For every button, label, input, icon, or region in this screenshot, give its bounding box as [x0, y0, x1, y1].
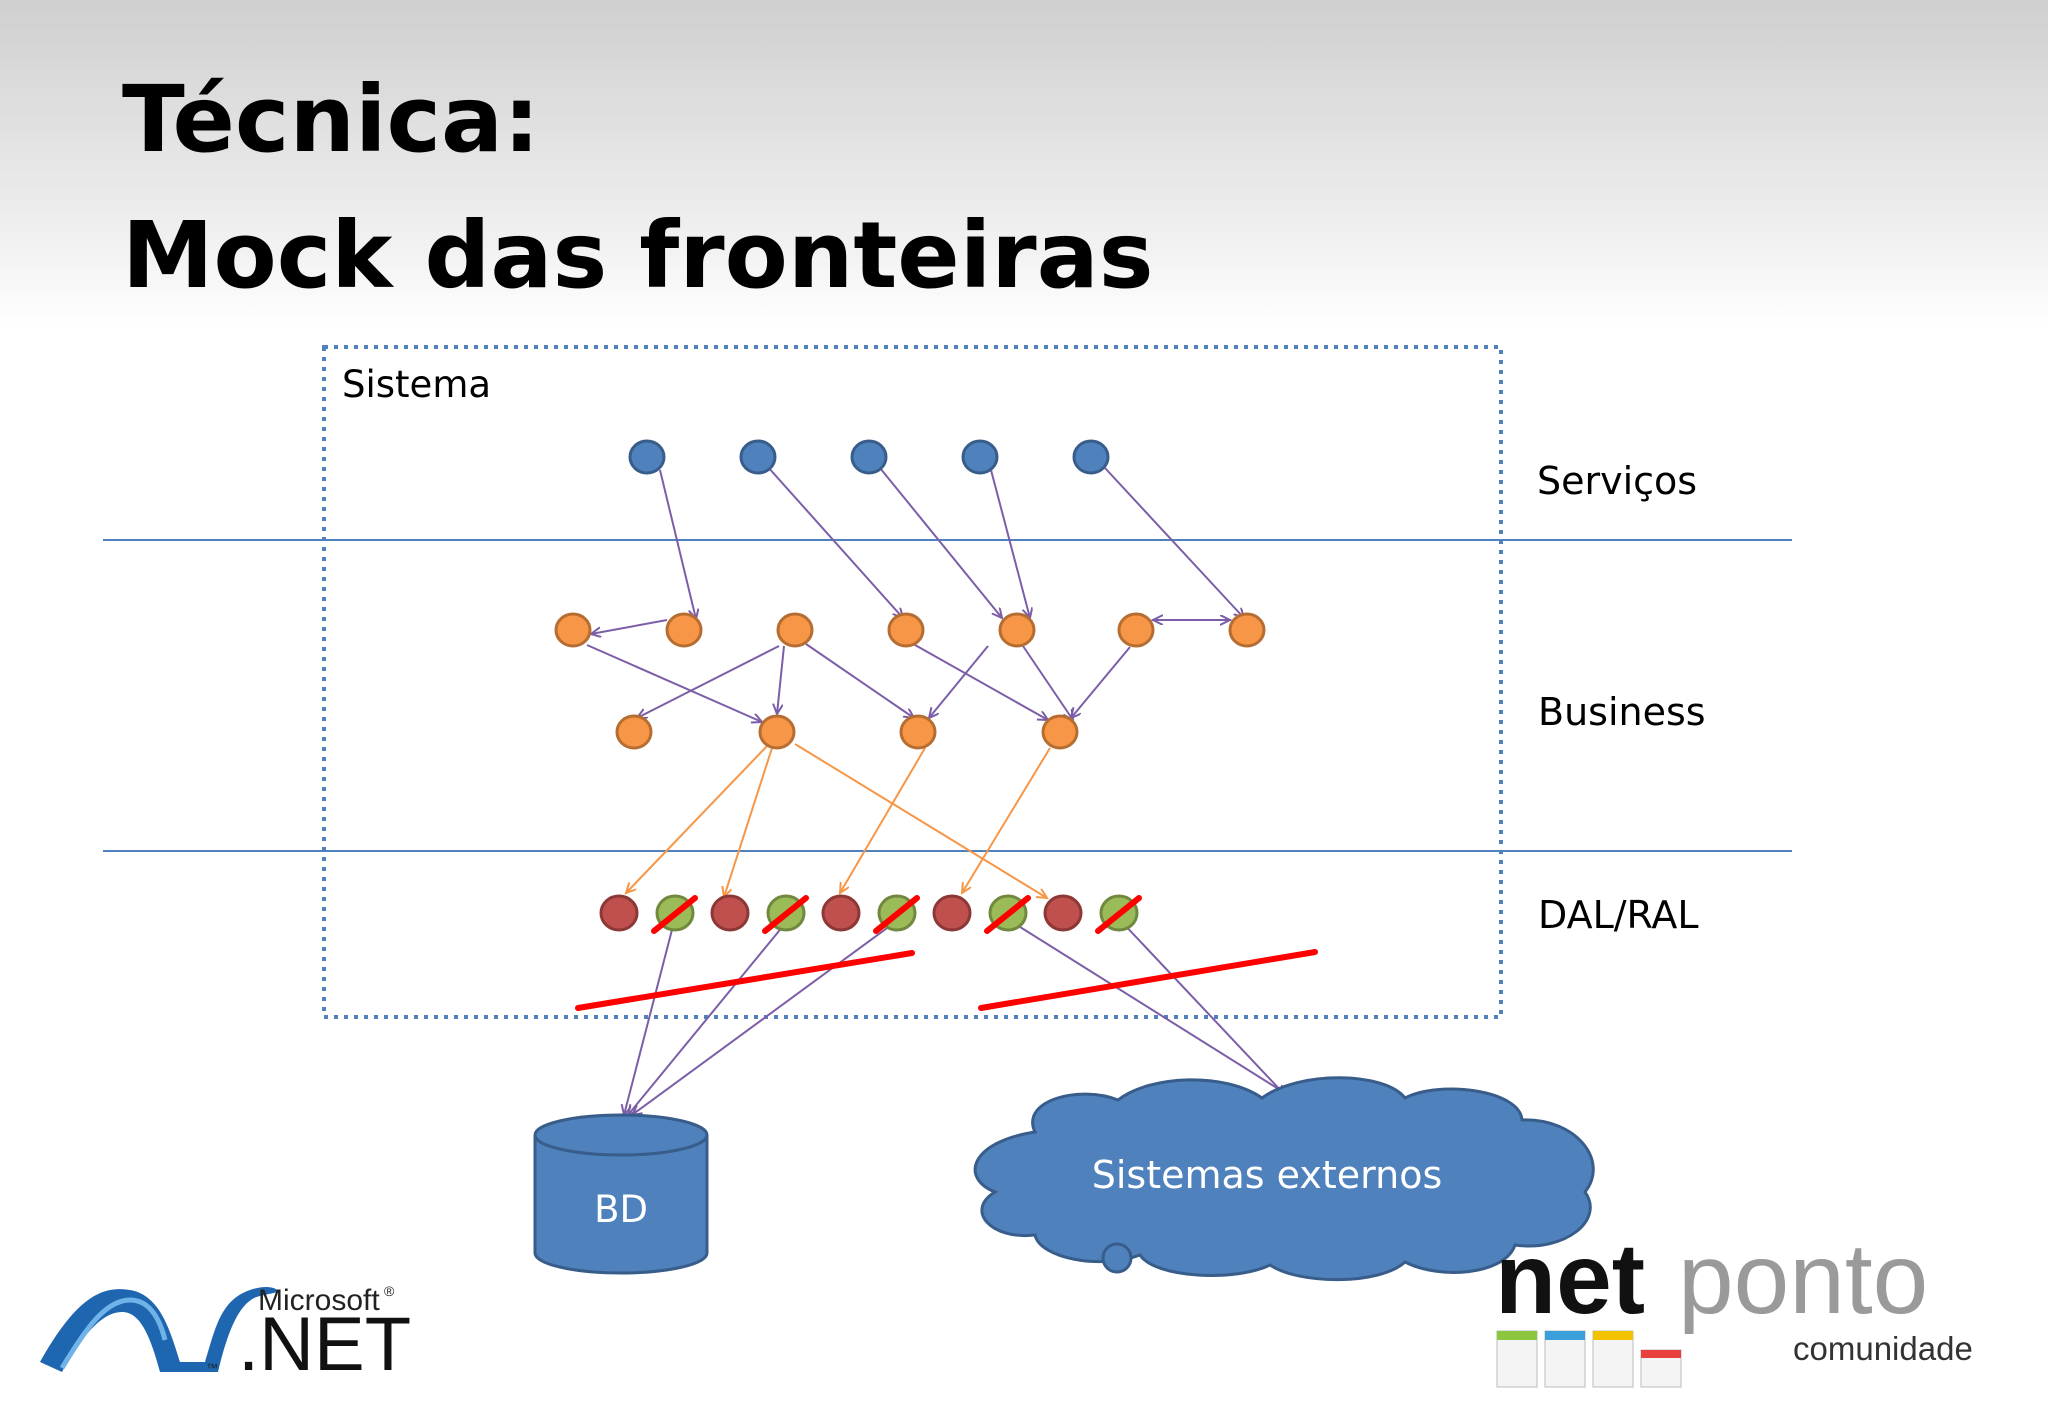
service-to-business-arrows: [659, 465, 1244, 619]
business-node: [899, 714, 937, 750]
mock-strike: [651, 895, 698, 934]
arrow: [632, 919, 899, 1115]
microsoft-reg-mark: ®: [384, 1283, 395, 1299]
netponto-color-blocks-icon: [1496, 1330, 1682, 1388]
business-node: [887, 612, 925, 648]
database-cylinder: BD: [533, 1113, 709, 1275]
netponto-tagline: comunidade: [1793, 1330, 1973, 1367]
system-boundary: [322, 345, 1503, 1019]
mock-strike: [873, 895, 920, 934]
service-node: [739, 439, 777, 475]
mock-strike: [762, 895, 809, 934]
arrow: [879, 467, 1002, 618]
arrow: [929, 645, 989, 718]
mock-strike: [1095, 895, 1142, 934]
business-node: [615, 714, 653, 750]
title-line-2: Mock das fronteiras: [122, 202, 1154, 309]
database-body: [533, 1135, 709, 1275]
business-internal-arrows: [586, 619, 1231, 722]
arrow: [794, 743, 1047, 898]
arrow: [659, 469, 696, 619]
database-top: [533, 1113, 709, 1157]
dal-nodes: [599, 894, 1139, 932]
business-nodes: [554, 612, 1266, 750]
arrow: [1071, 646, 1131, 718]
arrow: [1119, 919, 1285, 1095]
external-systems-label: Sistemas externos: [1092, 1153, 1443, 1197]
arrow: [990, 469, 1030, 618]
external-systems-cloud: Sistemas externos: [973, 1076, 1595, 1282]
boundary-cut-external: [978, 949, 1318, 1011]
service-node: [628, 439, 666, 475]
dal-node-real: [599, 894, 639, 932]
netponto-logo: net ponto comunidade: [1495, 1223, 1973, 1388]
arrow: [1022, 645, 1073, 720]
mock-strike: [984, 895, 1031, 934]
layer-label-services: Serviços: [1537, 459, 1697, 503]
net-wave-icon: [40, 1286, 279, 1372]
dotnet-tm-mark: ™: [206, 1361, 218, 1375]
microsoft-wordmark: Microsoft: [258, 1284, 380, 1317]
database-label: BD: [594, 1188, 648, 1231]
service-node: [961, 439, 999, 475]
dal-node-real: [710, 894, 750, 932]
business-node: [758, 714, 796, 750]
arrow: [907, 640, 1048, 720]
arrow: [586, 644, 762, 722]
microsoft-net-logo: Microsoft ® .NET ™: [40, 1283, 411, 1387]
layer-label-business: Business: [1538, 690, 1706, 734]
mock-strikes: [651, 895, 1142, 934]
cloud-bubble: [1101, 1242, 1133, 1274]
netponto-net-word: net: [1495, 1223, 1645, 1335]
business-node: [1228, 612, 1266, 648]
arrow: [766, 465, 903, 618]
layer-label-dal: DAL/RAL: [1538, 893, 1699, 937]
service-node: [1072, 439, 1110, 475]
business-node: [998, 612, 1036, 648]
arrow: [805, 643, 914, 718]
business-node: [1117, 612, 1155, 648]
boundary-cut-db: [575, 950, 915, 1011]
net-wave-highlight-icon: [59, 1297, 168, 1370]
arrow: [962, 747, 1051, 893]
netponto-ponto-word: ponto: [1678, 1223, 1928, 1335]
title-line-1: Técnica:: [122, 66, 540, 173]
arrow: [1104, 467, 1244, 618]
arrow: [637, 645, 780, 718]
arrow: [624, 921, 675, 1115]
arrow: [840, 747, 926, 893]
arrow: [1008, 919, 1288, 1095]
arrow: [626, 744, 769, 893]
service-node: [850, 439, 888, 475]
cloud-shape: [973, 1076, 1595, 1282]
dal-node-real: [821, 894, 861, 932]
system-label: Sistema: [342, 363, 491, 406]
business-node: [665, 612, 703, 648]
business-node: [776, 612, 814, 648]
dal-to-external-arrows: [624, 919, 1288, 1115]
service-nodes: [628, 439, 1110, 475]
dotnet-wordmark: .NET: [238, 1302, 411, 1387]
arrow: [628, 919, 789, 1115]
arrow: [591, 619, 668, 634]
arrow: [724, 747, 773, 897]
business-to-dal-arrows: [626, 743, 1051, 898]
page-title: Técnica: Mock das fronteiras: [122, 52, 1153, 324]
business-node: [554, 612, 592, 648]
dal-node-real: [932, 894, 972, 932]
business-node: [1041, 714, 1079, 750]
dal-node-real: [1043, 894, 1083, 932]
arrow: [777, 645, 785, 714]
